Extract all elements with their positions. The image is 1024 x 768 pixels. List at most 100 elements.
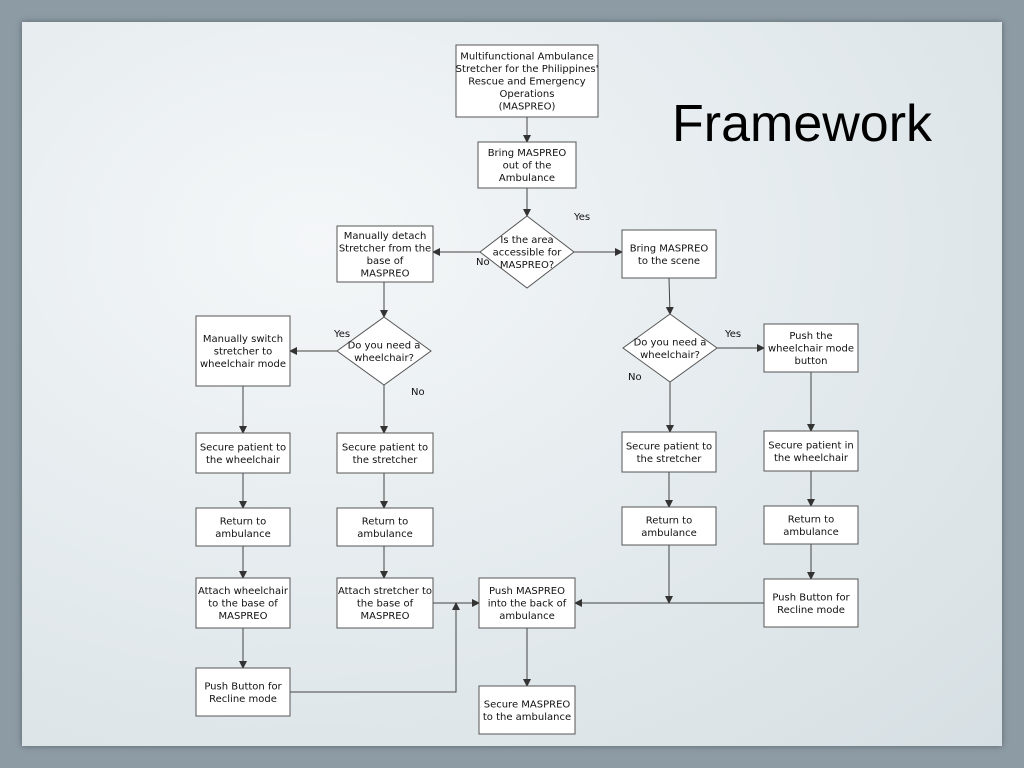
node-right-wheelchair-q: Do you need a wheelchair? — [622, 313, 718, 383]
node-secure-wc-left: Secure patient to the wheelchair — [195, 432, 291, 474]
process-box — [336, 507, 434, 547]
node-label-line: (MASPREO) — [499, 102, 556, 113]
node-label-line: MASPREO — [361, 268, 410, 279]
node-label-line: Stretcher for the Philippines' — [456, 64, 599, 75]
process-box — [621, 506, 717, 546]
node-label-line: Return to — [788, 514, 834, 525]
node-label-line: the base of — [357, 599, 414, 610]
flow-arrow — [665, 277, 674, 315]
process-box — [195, 432, 291, 474]
node-label-line: stretcher to — [214, 347, 272, 358]
node-label-line: ambulance — [357, 529, 412, 540]
node-label-line: Attach wheelchair — [198, 586, 289, 597]
process-box — [621, 431, 717, 473]
node-return-2: Return to ambulance — [336, 507, 434, 547]
node-label-line: Bring MASPREO — [488, 148, 567, 159]
node-label-line: Secure patient in — [768, 440, 853, 451]
process-box — [763, 578, 859, 628]
node-label-line: Is the area — [500, 235, 553, 246]
node-label-line: Recline mode — [777, 605, 845, 616]
process-box — [336, 577, 434, 629]
node-label-line: Bring MASPREO — [630, 243, 709, 254]
node-label-line: the stretcher — [353, 455, 419, 466]
node-label-line: Stretcher from the — [339, 243, 431, 254]
node-label-line: ambulance — [641, 528, 696, 539]
node-label-line: Manually detach — [344, 231, 427, 242]
edge-label-left-yes: Yes — [333, 329, 350, 340]
node-label-line: the wheelchair — [774, 453, 849, 464]
node-label-line: Ambulance — [499, 173, 555, 184]
node-label-line: Operations — [500, 89, 555, 100]
node-return-4: Return to ambulance — [763, 505, 859, 545]
node-label-line: Return to — [362, 516, 408, 527]
node-return-3: Return to ambulance — [621, 506, 717, 546]
node-label-line: Push the — [789, 331, 832, 342]
node-label-line: to the scene — [638, 256, 700, 267]
process-box — [336, 432, 434, 474]
node-label-line: into the back of — [488, 599, 567, 610]
decision-diamond — [479, 215, 575, 289]
node-label-line: ambulance — [215, 529, 270, 540]
node-secure-wc-right: Secure patient in the wheelchair — [763, 430, 859, 472]
node-label-line: wheelchair mode — [768, 344, 854, 355]
process-box — [195, 577, 291, 629]
node-label-line: MASPREO — [219, 611, 268, 622]
process-box — [477, 141, 577, 189]
node-label-line: Recline mode — [209, 694, 277, 705]
node-label-line: Secure MASPREO — [484, 699, 571, 710]
node-label-line: Secure patient to — [342, 442, 428, 453]
flow-arrow — [290, 602, 460, 693]
process-box — [763, 323, 859, 373]
node-label-line: the wheelchair — [206, 455, 281, 466]
node-label-line: button — [795, 356, 828, 367]
node-label-line: out of the — [503, 161, 552, 172]
node-label-line: Push MASPREO — [489, 586, 565, 597]
slide-title: Framework — [672, 95, 933, 153]
node-label-line: wheelchair? — [640, 350, 700, 361]
process-box — [763, 505, 859, 545]
node-label-line: Return to — [646, 515, 692, 526]
edge-label-right-no: No — [628, 372, 642, 383]
node-label-line: to the base of — [208, 599, 278, 610]
node-label-line: MASPREO? — [500, 260, 554, 271]
process-box — [478, 577, 576, 629]
node-label-line: Secure patient to — [200, 442, 286, 453]
process-box — [195, 315, 291, 387]
node-label-line: ambulance — [783, 527, 838, 538]
process-box — [763, 430, 859, 472]
edge-label-area-yes: Yes — [573, 212, 590, 223]
edge-label-left-no: No — [411, 387, 425, 398]
node-label-line: Manually switch — [203, 334, 283, 345]
process-box — [621, 229, 717, 279]
node-label-line: Push Button for — [204, 681, 282, 692]
edge-label-right-yes: Yes — [724, 329, 741, 340]
node-secure-st-left: Secure patient to the stretcher — [336, 432, 434, 474]
node-label-line: base of — [367, 256, 404, 267]
node-label-line: Return to — [220, 516, 266, 527]
node-label-line: MASPREO — [361, 611, 410, 622]
node-label-line: wheelchair mode — [200, 359, 286, 370]
node-label-line: ambulance — [499, 611, 554, 622]
node-label-line: Rescue and Emergency — [468, 77, 586, 88]
edge-label-area-no: No — [476, 257, 490, 268]
node-return-1: Return to ambulance — [195, 507, 291, 547]
node-label-line: the stretcher — [637, 454, 703, 465]
node-label-line: Multifunctional Ambulance — [460, 52, 594, 63]
node-label-line: Do you need a — [634, 337, 707, 348]
process-box — [455, 44, 599, 118]
node-label-line: accessible for — [493, 248, 563, 259]
node-bring-scene: Bring MASPREO to the scene — [621, 229, 717, 279]
node-label-line: wheelchair? — [354, 353, 414, 364]
